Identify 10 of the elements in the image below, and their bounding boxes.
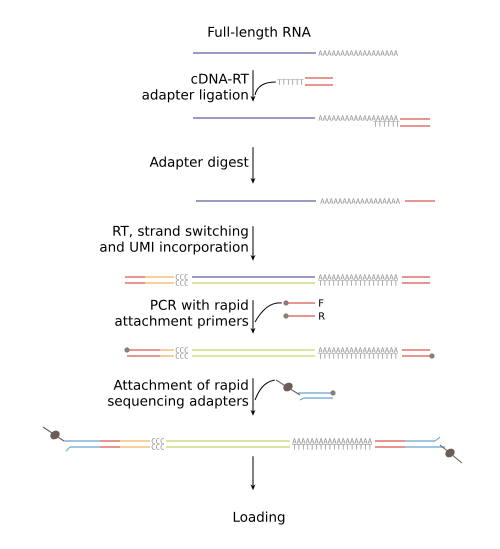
dna-strand-drawing: [276, 380, 336, 400]
step-text: Loading: [234, 512, 284, 524]
step-label: Adapter digest: [150, 156, 248, 170]
primer-label: F: [319, 299, 324, 307]
step-label: PCR with rapid attachment primers: [115, 300, 248, 328]
step-label: cDNA-RT adapter ligation: [142, 74, 249, 102]
caption-text: Full-length RNA: [208, 26, 311, 40]
primer-label: R: [319, 312, 325, 320]
step-label: Attachment of rapid sequencing adapters: [108, 380, 248, 408]
step-label: RT, strand switching and UMI incorporation: [100, 226, 248, 254]
